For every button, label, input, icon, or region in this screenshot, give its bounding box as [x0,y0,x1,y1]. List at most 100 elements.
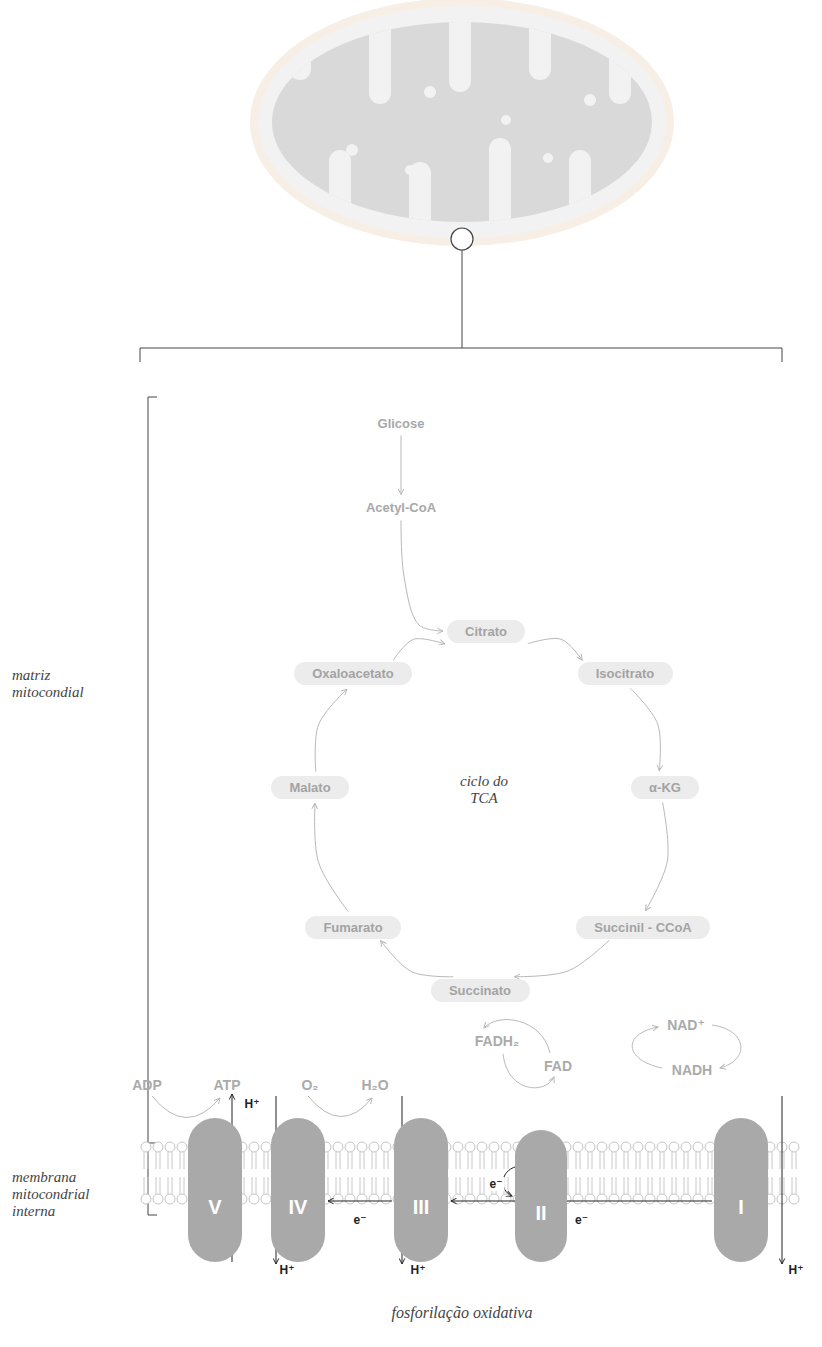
reaction-arrow [632,1027,662,1068]
proton-arrow [782,1096,783,1264]
zoom-bracket [140,348,782,362]
node-text: Malato [289,780,331,795]
label-anchor: H⁺ [409,1263,428,1277]
cofactor-label: H₂O [361,1077,388,1093]
node-text: Succinil - CCoA [594,920,692,935]
edge-label: e⁻ [351,1213,368,1227]
node-text: Glicose [378,416,425,431]
granule [346,144,358,156]
reaction-arrow [308,1096,372,1117]
caption-anchor: fosforilação oxidativa [392,1304,533,1321]
label-anchor: O₂ [301,1077,318,1093]
node-text: Fumarato [323,920,383,935]
ion-label: H⁺ [787,1263,806,1277]
pathway-label: Glicose [374,414,429,433]
edge-label: e⁻ [573,1213,590,1227]
crista [569,150,591,232]
metabolite-pill: Fumarato [305,916,401,939]
reaction-arrow [152,1096,220,1118]
metabolite-pill: Isocitrato [578,662,673,685]
ion-label: H⁺ [409,1263,428,1277]
label-anchor: NAD⁺ [667,1017,705,1033]
ion-label: H⁺ [243,1097,262,1111]
ion-label: e⁻ [487,1177,504,1191]
zoom-line [462,250,463,348]
pathway-arrow [401,436,402,495]
node-text: I [738,1196,744,1219]
metabolite-pill: α-KG [631,776,699,799]
metabolite-pill: Succinil - CCoA [576,916,710,939]
ion-label: H⁺ [278,1263,297,1277]
complex-box: II [515,1130,567,1262]
node-text: IV [289,1196,308,1219]
label-anchor: FAD [544,1058,572,1074]
node-text: Citrato [465,624,507,639]
cristae [289,10,631,232]
node-text: II [535,1202,546,1225]
label-anchor: NADH [672,1062,712,1078]
crista [609,10,631,104]
label-anchor: membrana mitocondrial interna [12,1169,112,1220]
label-anchor: FADH₂ [475,1033,519,1049]
label-anchor: ATP [214,1077,241,1093]
pathway-label: Acetyl-CoA [362,498,441,517]
pathway-arrow [315,689,347,772]
label-anchor: e⁻ [487,1177,504,1191]
cofactor-label: FADH₂ [475,1033,519,1049]
region-label: membrana mitocondrial interna [12,1169,112,1220]
complex-box: I [714,1118,768,1262]
caption: fosforilação oxidativa [392,1304,533,1321]
metabolite-pill: Malato [271,776,349,799]
crista [329,150,351,232]
pathway-arrow [514,940,609,977]
pathway-arrow [381,941,454,977]
zoom-circle [451,228,473,250]
region-label: ciclo do TCA [448,773,520,807]
electron-flow-arrow [451,1201,712,1202]
label-anchor: H⁺ [243,1097,262,1111]
cofactor-label: ADP [132,1077,162,1093]
label-anchor: H₂O [361,1077,388,1093]
pathway-arrow [393,639,445,661]
pathway-arrow [630,688,660,771]
cofactor-label: NADH [672,1062,712,1078]
label-anchor: ADP [132,1077,162,1093]
node-text: Oxaloacetato [312,666,394,681]
granule [424,86,436,98]
pathway-arrow [646,802,668,910]
mitochondrion-outer [254,2,670,242]
cofactor-label: O₂ [301,1077,318,1093]
metabolite-pill: Oxaloacetato [294,662,412,685]
label-anchor: H⁺ [787,1263,806,1277]
metabolite-pill: Succinato [431,979,530,1002]
label-anchor: ciclo do TCA [448,773,520,807]
label-anchor: matriz mitocondial [12,667,112,701]
complex-box: III [394,1118,448,1262]
granule [584,94,596,106]
node-text: V [208,1196,221,1219]
crista [489,138,511,232]
edge-label-anchor: e⁻ [573,1213,590,1227]
node-text: III [413,1196,430,1219]
node-text: Isocitrato [596,666,655,681]
complex-box: V [188,1118,242,1262]
pathway-arrow [401,521,443,632]
pathway-arrow [315,803,349,911]
granule [405,165,415,175]
electron-flow-arrow [328,1201,392,1202]
crista [369,10,391,104]
cofactor-label: NAD⁺ [667,1017,705,1033]
granule [543,153,553,163]
label-anchor: H⁺ [278,1263,297,1277]
metabolite-pill: Citrato [447,620,525,643]
edge-label-anchor: e⁻ [351,1213,368,1227]
complex-box: IV [271,1118,325,1262]
crista [289,10,311,80]
region-label: matriz mitocondial [12,667,112,701]
node-text: Acetyl-CoA [366,500,437,515]
cofactor-label: FAD [544,1058,572,1074]
node-text: α-KG [649,780,681,795]
granule [501,115,511,125]
reaction-arrow [712,1025,741,1068]
